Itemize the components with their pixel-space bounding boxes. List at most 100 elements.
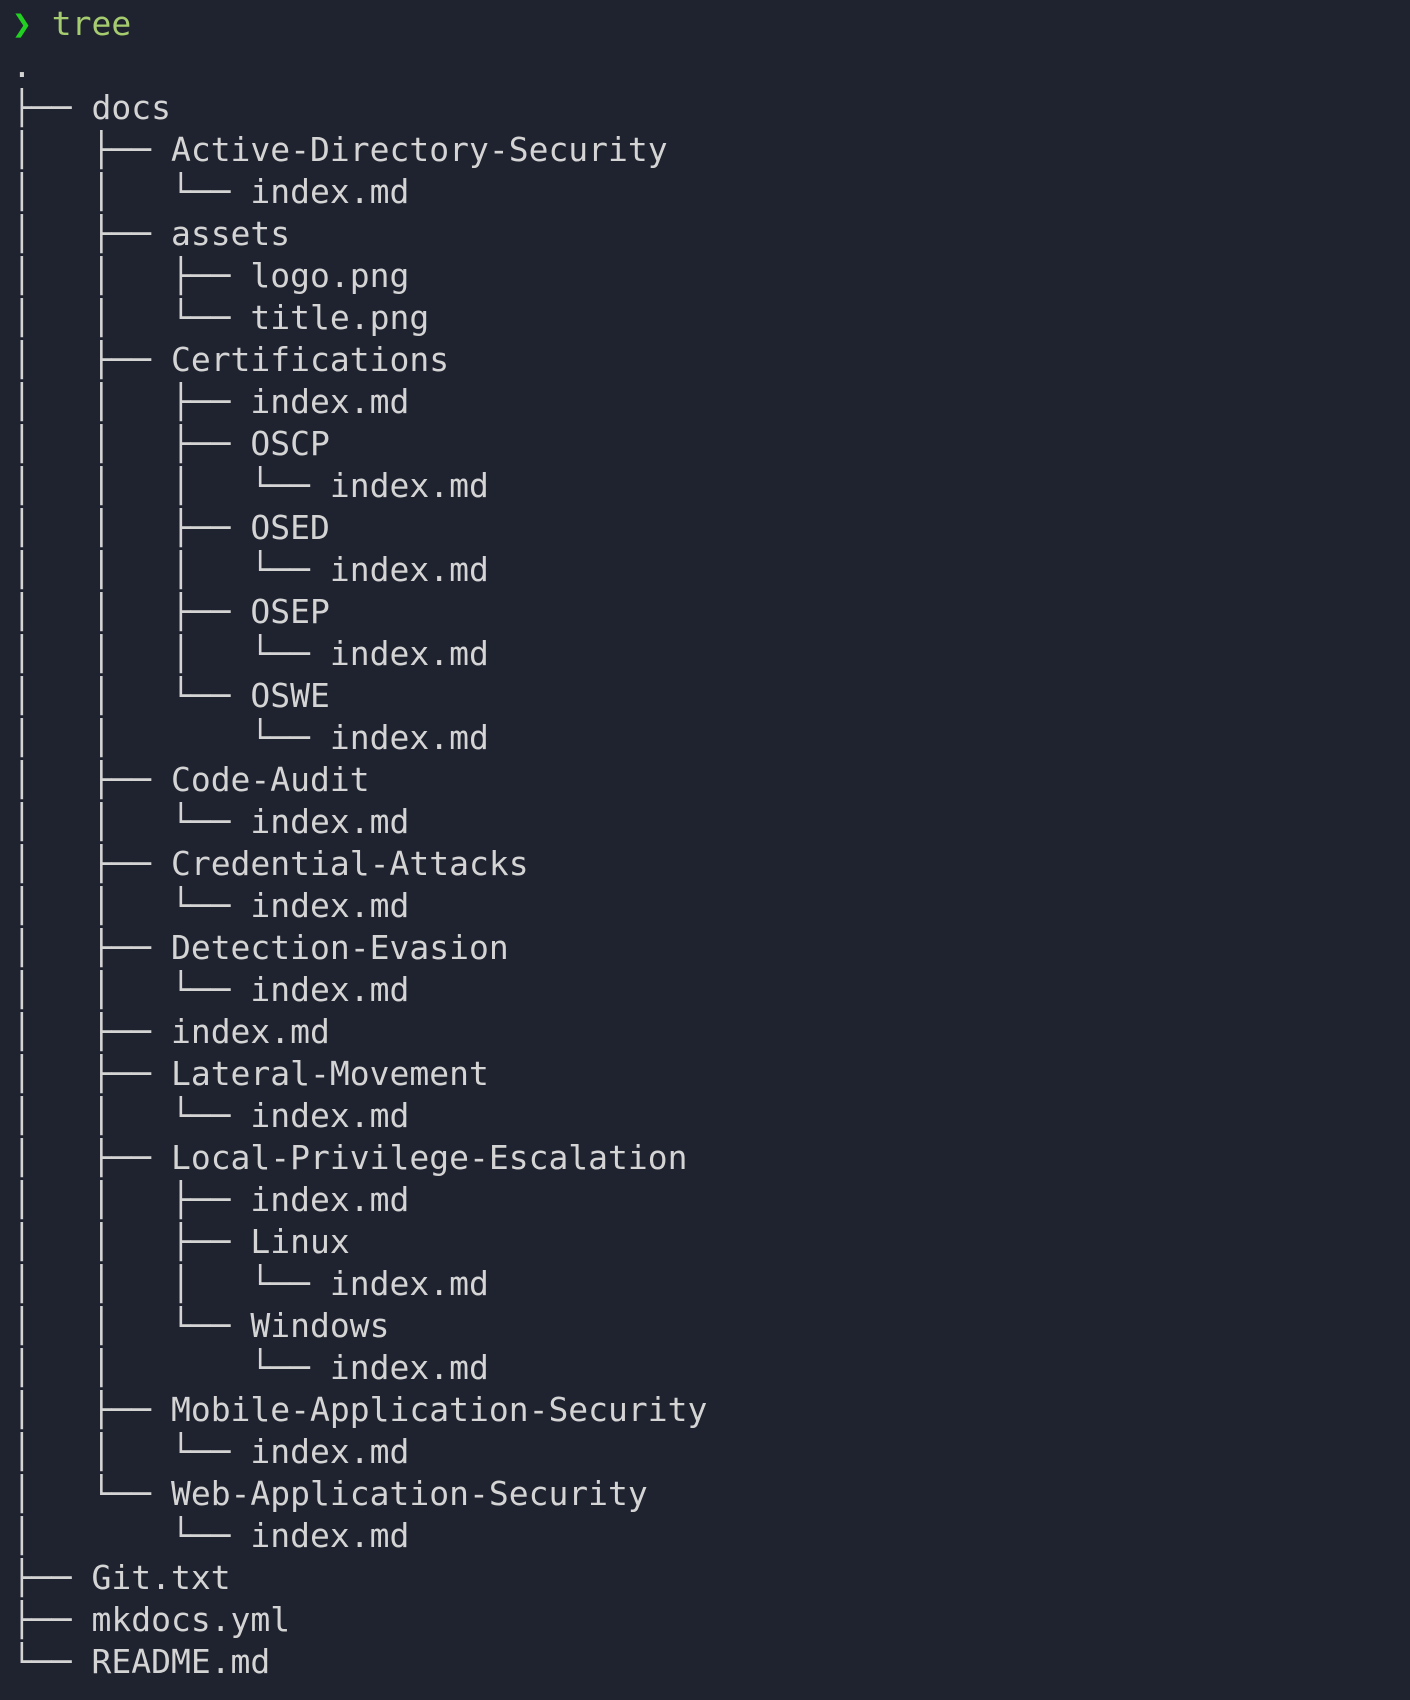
- tree-entry: │ │ │ └── index.md: [12, 549, 1410, 591]
- tree-entry-name: index.md: [329, 718, 489, 757]
- tree-entry: │ │ └── index.md: [12, 1431, 1410, 1473]
- tree-entry-name: index.md: [250, 1096, 410, 1135]
- tree-branch: │ │ ├──: [12, 382, 251, 421]
- tree-branch: │ │ │ └──: [12, 466, 330, 505]
- tree-entry-name: Lateral-Movement: [170, 1054, 489, 1093]
- tree-entry: ├── mkdocs.yml: [12, 1599, 1410, 1641]
- tree-branch: │ │ │ └──: [12, 550, 330, 589]
- tree-entry-name: index.md: [250, 1516, 410, 1555]
- tree-branch: │ └──: [12, 1516, 251, 1555]
- tree-branch: │ │ └──: [12, 1096, 251, 1135]
- tree-entry-name: index.md: [250, 1432, 410, 1471]
- tree-branch: │ │ │ └──: [12, 634, 330, 673]
- tree-entry-name: Windows: [250, 1306, 390, 1345]
- tree-branch: ├──: [12, 1558, 92, 1597]
- tree-entry-name: Detection-Evasion: [170, 928, 509, 967]
- tree-entry: │ │ └── OSWE: [12, 675, 1410, 717]
- tree-entry-name: Certifications: [170, 340, 450, 379]
- tree-branch: │ │ ├──: [12, 508, 251, 547]
- tree-entry-name: index.md: [329, 466, 489, 505]
- tree-entry: │ │ └── Windows: [12, 1305, 1410, 1347]
- tree-branch: │ │ └──: [12, 1348, 330, 1387]
- tree-entry: │ │ ├── OSCP: [12, 423, 1410, 465]
- tree-branch: │ │ ├──: [12, 424, 251, 463]
- tree-entry-name: OSED: [250, 508, 330, 547]
- tree-branch: │ ├──: [12, 1390, 171, 1429]
- tree-entry: │ │ ├── Linux: [12, 1221, 1410, 1263]
- command-text: tree: [51, 4, 132, 43]
- tree-entry-name: index.md: [329, 1348, 489, 1387]
- tree-branch: │ └──: [12, 1474, 171, 1513]
- tree-entry-name: index.md: [250, 172, 410, 211]
- tree-entry: │ ├── Certifications: [12, 339, 1410, 381]
- tree-branch: │ ├──: [12, 928, 171, 967]
- tree-entry-name: Mobile-Application-Security: [170, 1390, 708, 1429]
- tree-entry: │ ├── Lateral-Movement: [12, 1053, 1410, 1095]
- tree-entry-name: README.md: [91, 1642, 271, 1681]
- tree-branch: │ │ └──: [12, 718, 330, 757]
- tree-branch: │ │ └──: [12, 886, 251, 925]
- tree-entry: │ │ │ └── index.md: [12, 1263, 1410, 1305]
- tree-branch: │ │ └──: [12, 1432, 251, 1471]
- tree-entry-name: OSCP: [250, 424, 330, 463]
- tree-entry-name: index.md: [250, 802, 410, 841]
- tree-branch: │ │ ├──: [12, 592, 251, 631]
- tree-entry-name: index.md: [250, 1180, 410, 1219]
- tree-entry-name: index.md: [250, 970, 410, 1009]
- tree-entry-name: Code-Audit: [170, 760, 370, 799]
- tree-branch: │ │ │ └──: [12, 1264, 330, 1303]
- tree-branch: │ ├──: [12, 1138, 171, 1177]
- tree-branch: │ │ └──: [12, 298, 251, 337]
- tree-entry: │ ├── index.md: [12, 1011, 1410, 1053]
- tree-branch: │ │ └──: [12, 802, 251, 841]
- tree-entry-name: index.md: [170, 1012, 330, 1051]
- tree-branch: └──: [12, 1642, 92, 1681]
- tree-branch: │ ├──: [12, 130, 171, 169]
- tree-branch: │ │ ├──: [12, 1180, 251, 1219]
- tree-branch: │ ├──: [12, 1012, 171, 1051]
- tree-entry: .: [12, 45, 1410, 87]
- tree-entry: │ ├── Active-Directory-Security: [12, 129, 1410, 171]
- tree-branch: │ │ ├──: [12, 1222, 251, 1261]
- tree-entry: │ ├── Code-Audit: [12, 759, 1410, 801]
- tree-branch: │ │ └──: [12, 1306, 251, 1345]
- tree-branch: │ │ └──: [12, 172, 251, 211]
- tree-entry: └── README.md: [12, 1641, 1410, 1683]
- tree-entry-name: Web-Application-Security: [170, 1474, 648, 1513]
- tree-entry: │ │ ├── logo.png: [12, 255, 1410, 297]
- tree-entry-name: index.md: [329, 1264, 489, 1303]
- tree-branch: ├──: [12, 1600, 92, 1639]
- tree-entry-name: index.md: [250, 382, 410, 421]
- tree-entry-name: index.md: [329, 634, 489, 673]
- tree-entry: │ │ └── title.png: [12, 297, 1410, 339]
- tree-entry-name: docs: [91, 88, 171, 127]
- prompt-line: ❯ tree: [12, 3, 1410, 45]
- tree-entry: │ │ └── index.md: [12, 885, 1410, 927]
- tree-entry: │ ├── Detection-Evasion: [12, 927, 1410, 969]
- tree-branch: │ ├──: [12, 214, 171, 253]
- tree-entry-name: index.md: [250, 886, 410, 925]
- tree-entry: ├── Git.txt: [12, 1557, 1410, 1599]
- tree-output: .├── docs│ ├── Active-Directory-Security…: [12, 45, 1410, 1683]
- tree-branch: │ │ └──: [12, 970, 251, 1009]
- tree-entry: │ └── index.md: [12, 1515, 1410, 1557]
- tree-branch: │ ├──: [12, 1054, 171, 1093]
- tree-entry: │ │ ├── index.md: [12, 1179, 1410, 1221]
- tree-entry: │ ├── Local-Privilege-Escalation: [12, 1137, 1410, 1179]
- tree-entry: │ │ └── index.md: [12, 1347, 1410, 1389]
- tree-branch: │ ├──: [12, 760, 171, 799]
- tree-entry: │ │ ├── OSEP: [12, 591, 1410, 633]
- tree-entry-name: Git.txt: [91, 1558, 231, 1597]
- tree-entry-name: Local-Privilege-Escalation: [170, 1138, 688, 1177]
- tree-entry: │ ├── assets: [12, 213, 1410, 255]
- tree-entry: │ │ └── index.md: [12, 717, 1410, 759]
- tree-entry: │ │ ├── OSED: [12, 507, 1410, 549]
- tree-entry: │ │ │ └── index.md: [12, 465, 1410, 507]
- tree-entry-name: logo.png: [250, 256, 410, 295]
- tree-entry-name: Linux: [250, 1222, 350, 1261]
- tree-branch: │ ├──: [12, 844, 171, 883]
- tree-entry-name: OSWE: [250, 676, 330, 715]
- tree-entry: │ │ └── index.md: [12, 969, 1410, 1011]
- tree-branch: ├──: [12, 88, 92, 127]
